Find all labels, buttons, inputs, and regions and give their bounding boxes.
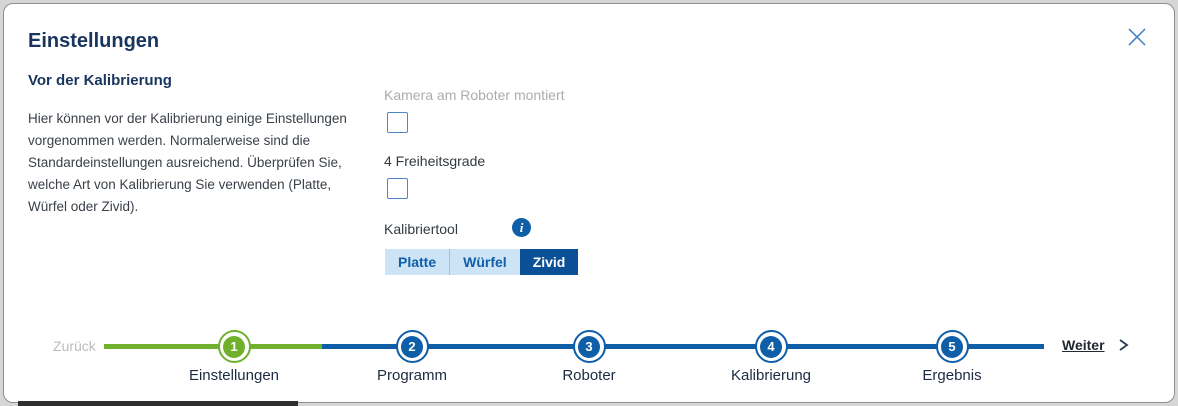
dialog-title: Einstellungen (28, 30, 160, 52)
tool-option-zivid[interactable]: Zivid (519, 249, 579, 275)
next-button[interactable]: Weiter (1062, 337, 1105, 353)
back-button[interactable]: Zurück (53, 338, 96, 354)
dof-label: 4 Freiheitsgrade (384, 153, 486, 169)
wizard-step-programm: 2 Programm (342, 330, 482, 384)
wizard-step-einstellungen: 1 Einstellungen (164, 330, 304, 384)
wizard-step-kalibrierung: 4 Kalibrierung (701, 330, 841, 384)
wizard-step-roboter: 3 Roboter (519, 330, 659, 384)
progress-track-remaining (322, 344, 1044, 349)
step-5-number: 5 (941, 335, 963, 358)
tool-option-platte[interactable]: Platte (385, 249, 450, 275)
step-4-label: Kalibrierung (730, 367, 812, 384)
calibration-tool-segmented-control: Platte Würfel Zivid (385, 249, 579, 275)
tool-option-wuerfel[interactable]: Würfel (449, 249, 520, 275)
step-1-circle[interactable]: 1 (217, 330, 251, 363)
step-3-number: 3 (578, 335, 600, 358)
background-window-edge (18, 401, 298, 406)
step-4-circle[interactable]: 4 (754, 330, 788, 363)
step-2-label: Programm (376, 367, 447, 384)
step-2-circle[interactable]: 2 (395, 330, 429, 363)
step-3-label: Roboter (562, 367, 616, 384)
step-1-number: 1 (223, 335, 245, 358)
settings-dialog: Einstellungen Vor der Kalibrierung Hier … (3, 3, 1175, 403)
step-2-number: 2 (401, 335, 423, 358)
step-5-circle[interactable]: 5 (935, 330, 969, 363)
step-5-label: Ergebnis (922, 367, 982, 384)
progress-track-completed (104, 344, 322, 349)
intro-text: Hier können vor der Kalibrierung einige … (28, 111, 347, 214)
info-icon[interactable]: i (512, 218, 531, 237)
step-3-circle[interactable]: 3 (572, 330, 606, 363)
calibration-tool-label: Kalibriertool (384, 221, 458, 237)
camera-mounted-label: Kamera am Roboter montiert (384, 87, 565, 103)
camera-mounted-checkbox[interactable] (387, 112, 408, 133)
step-1-label: Einstellungen (188, 367, 280, 384)
next-chevron-icon[interactable] (1116, 338, 1130, 352)
wizard-step-ergebnis: 5 Ergebnis (882, 330, 1022, 384)
close-icon[interactable] (1126, 26, 1148, 48)
section-heading: Vor der Kalibrierung (28, 72, 172, 89)
dof-checkbox[interactable] (387, 178, 408, 199)
step-4-number: 4 (760, 335, 782, 358)
